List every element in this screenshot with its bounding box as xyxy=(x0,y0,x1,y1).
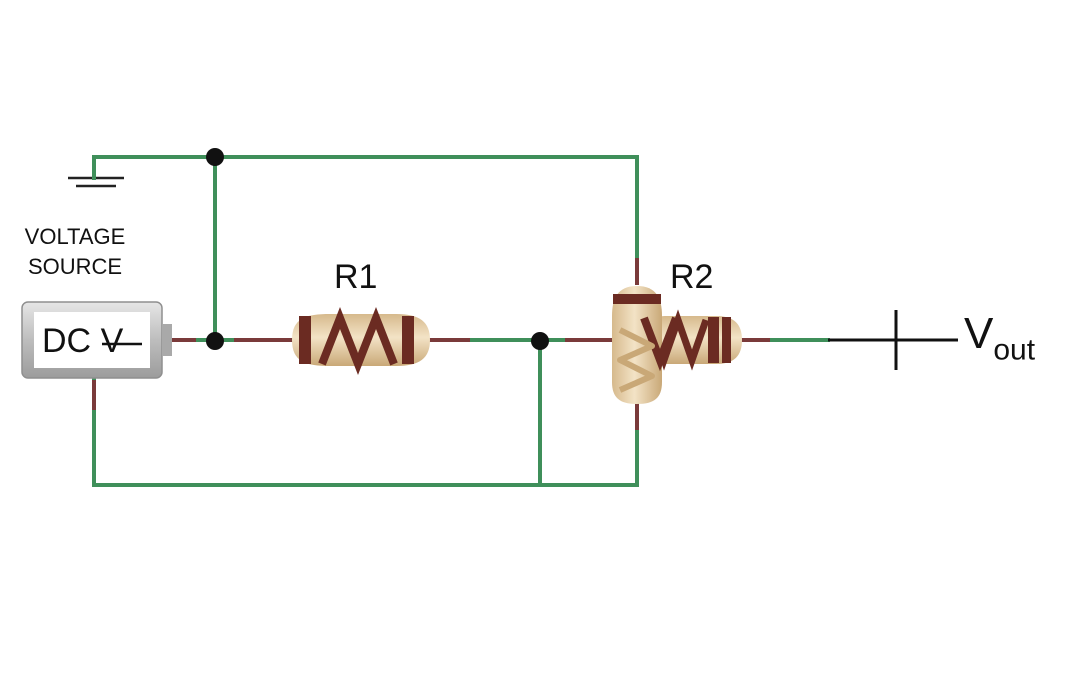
voltage-symbol: V xyxy=(100,322,124,360)
output-voltage-symbol: V xyxy=(964,309,994,358)
resistor-r2 xyxy=(612,286,742,404)
wire-ground-to-top xyxy=(92,155,639,260)
wire-bottom-loop xyxy=(92,378,639,487)
dc-symbol-bar xyxy=(102,342,142,346)
dc-label: DC xyxy=(42,322,92,360)
junction-top xyxy=(206,148,224,166)
dc-voltage-source xyxy=(21,301,172,379)
junctions xyxy=(206,148,549,350)
r2-label: R2 xyxy=(670,258,714,296)
r1-label: R1 xyxy=(334,258,378,296)
voltage-source-label-line1: VOLTAGE xyxy=(24,224,126,249)
resistor-r1 xyxy=(292,307,430,375)
junction-middle xyxy=(531,332,549,350)
wire-leads xyxy=(92,258,770,430)
voltage-source-label-line2: SOURCE xyxy=(27,254,123,279)
output-voltage-subscript: out xyxy=(993,333,1036,367)
dc-source-text: DC V xyxy=(42,324,123,358)
output-voltage-label: Vout xyxy=(964,312,1035,365)
junction-left xyxy=(206,332,224,350)
output-terminal xyxy=(828,310,958,370)
